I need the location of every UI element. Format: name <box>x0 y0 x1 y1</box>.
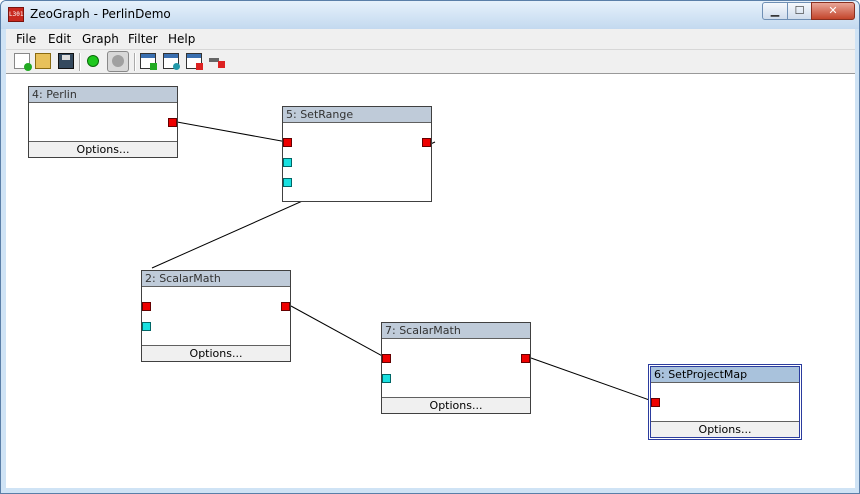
add-node-button[interactable] <box>140 53 157 70</box>
options-button[interactable]: Options... <box>142 345 290 361</box>
toolbar <box>6 50 855 73</box>
plus-badge-icon <box>150 63 157 70</box>
close-icon: ✕ <box>828 4 838 17</box>
output-port[interactable] <box>168 118 177 127</box>
link-scalarmath7-setprojectmap <box>530 357 656 403</box>
node-title: 6: SetProjectMap <box>651 367 799 383</box>
options-button[interactable]: Options... <box>29 141 177 157</box>
add-node-icon <box>141 54 155 58</box>
output-port[interactable] <box>281 302 290 311</box>
control-port[interactable] <box>382 374 391 383</box>
node-title: 2: ScalarMath <box>142 271 290 287</box>
app-icon: L301 <box>8 7 24 22</box>
menu-graph[interactable]: Graph <box>82 32 119 46</box>
options-button[interactable]: Options... <box>382 397 530 413</box>
edit-node-icon <box>164 54 178 58</box>
toolbar-separator <box>79 53 81 71</box>
node-title: 7: ScalarMath <box>382 323 530 339</box>
menu-filter[interactable]: Filter <box>128 32 158 46</box>
run-button[interactable] <box>87 55 99 67</box>
maximize-button[interactable]: ☐ <box>787 2 812 20</box>
gear-badge-icon <box>173 63 180 70</box>
input-port[interactable] <box>651 398 660 407</box>
remove-node-button[interactable] <box>186 53 203 70</box>
graph-canvas[interactable]: 4: Perlin Options... 5: SetRange 2: Scal… <box>6 73 855 488</box>
minimize-icon: ▁ <box>770 4 780 17</box>
new-file-button[interactable] <box>14 53 32 71</box>
delete-link-icon <box>209 58 219 62</box>
open-folder-button[interactable] <box>35 53 51 69</box>
menu-bar: File Edit Graph Filter Help <box>6 29 855 50</box>
node-perlin[interactable]: 4: Perlin Options... <box>28 86 178 158</box>
node-scalarmath-2[interactable]: 2: ScalarMath Options... <box>141 270 291 362</box>
options-button[interactable]: Options... <box>651 421 799 437</box>
save-icon <box>62 55 70 60</box>
x-badge-icon <box>218 61 225 68</box>
minimize-button[interactable]: ▁ <box>762 2 788 20</box>
stop-button[interactable] <box>107 51 129 72</box>
control-port[interactable] <box>283 178 292 187</box>
node-scalarmath-7[interactable]: 7: ScalarMath Options... <box>381 322 531 414</box>
x-badge-icon <box>196 63 203 70</box>
control-port[interactable] <box>142 322 151 331</box>
control-port[interactable] <box>283 158 292 167</box>
maximize-icon: ☐ <box>794 4 805 17</box>
menu-file[interactable]: File <box>16 32 37 46</box>
output-port[interactable] <box>521 354 530 363</box>
node-setprojectmap[interactable]: 6: SetProjectMap Options... <box>648 364 802 440</box>
title-bar[interactable]: L301 ZeoGraph - PerlinDemo ▁ ☐ ✕ <box>1 1 859 29</box>
menu-help[interactable]: Help <box>168 32 196 46</box>
window-title: ZeoGraph - PerlinDemo <box>30 7 171 21</box>
toolbar-separator <box>134 53 136 71</box>
save-button[interactable] <box>58 53 74 69</box>
output-port[interactable] <box>422 138 431 147</box>
link-scalarmath2-scalarmath7 <box>290 305 387 359</box>
close-button[interactable]: ✕ <box>811 2 855 20</box>
edit-node-button[interactable] <box>163 53 180 70</box>
node-title: 4: Perlin <box>29 87 177 103</box>
delete-link-button[interactable] <box>209 53 225 69</box>
node-setrange[interactable]: 5: SetRange <box>282 106 432 202</box>
menu-edit[interactable]: Edit <box>48 32 72 46</box>
input-port[interactable] <box>142 302 151 311</box>
new-file-icon <box>24 63 32 71</box>
input-port[interactable] <box>283 138 292 147</box>
stop-icon <box>112 55 124 67</box>
node-title: 5: SetRange <box>283 107 431 123</box>
link-perlin-setrange <box>176 121 288 143</box>
input-port[interactable] <box>382 354 391 363</box>
remove-node-icon <box>187 54 201 58</box>
